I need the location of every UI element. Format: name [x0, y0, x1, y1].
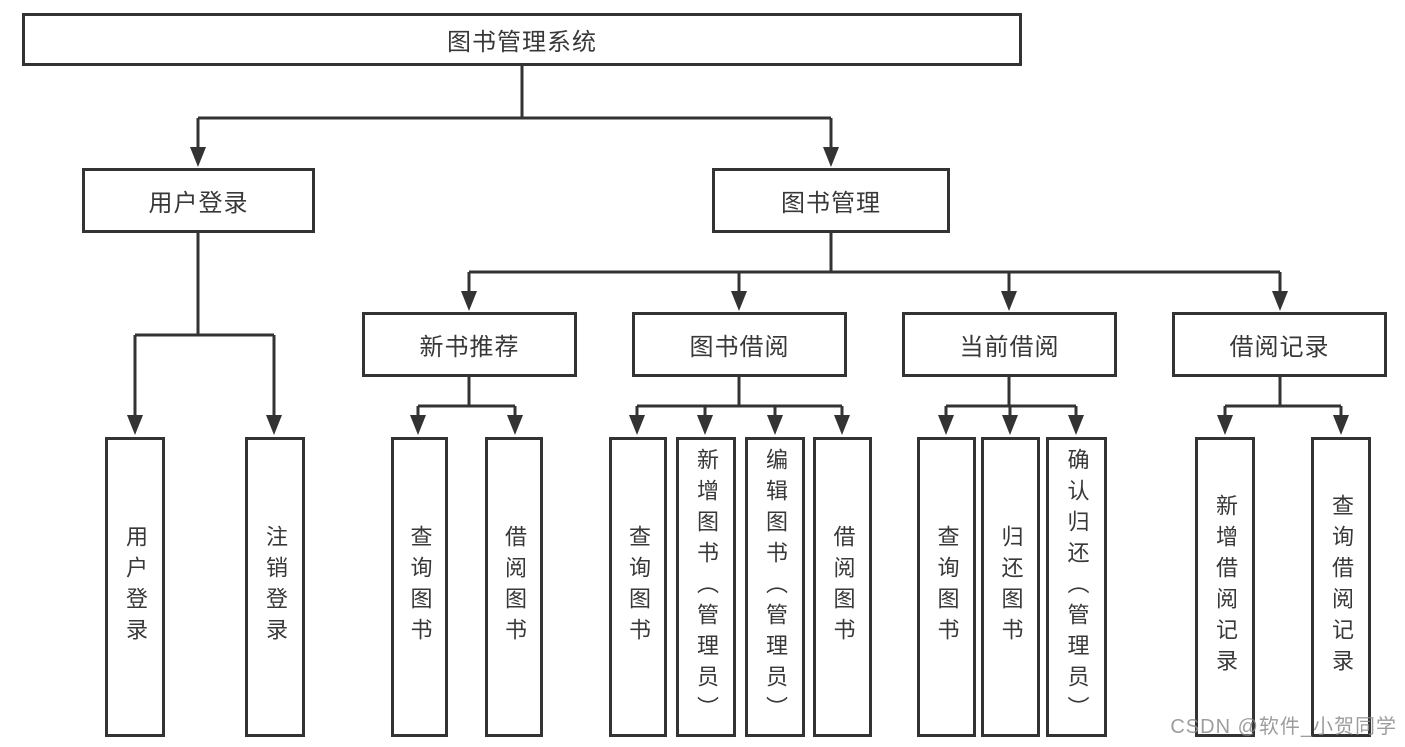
node-book-borrowing: 图书借阅	[632, 312, 847, 377]
node-label: 用户登录	[123, 525, 148, 649]
node-label: 编辑图书（管理员）	[763, 447, 788, 727]
leaf-query-books-current: 查询图书	[917, 437, 976, 737]
node-new-book-recommend: 新书推荐	[362, 312, 577, 377]
leaf-query-books-borrowing: 查询图书	[609, 437, 667, 737]
node-label: 新书推荐	[419, 334, 520, 361]
node-user-login: 用户登录	[82, 168, 315, 233]
node-label: 当前借阅	[959, 334, 1060, 361]
node-library-management-system: 图书管理系统	[22, 13, 1022, 66]
node-label: 查询图书	[934, 525, 960, 649]
leaf-logout: 注销登录	[245, 437, 305, 737]
leaf-query-books-recommend: 查询图书	[391, 437, 448, 737]
leaf-edit-book-admin: 编辑图书（管理员）	[745, 437, 805, 737]
leaf-add-book-admin: 新增图书（管理员）	[676, 437, 736, 737]
node-label: 确认归还（管理员）	[1064, 447, 1090, 727]
node-label: 图书借阅	[689, 334, 790, 361]
node-label: 查询图书	[626, 525, 651, 649]
node-book-management: 图书管理	[712, 168, 950, 233]
node-label: 借阅图书	[830, 525, 856, 649]
node-label: 新增借阅记录	[1213, 494, 1238, 680]
node-label: 查询图书	[407, 525, 433, 649]
node-label: 图书管理	[781, 190, 881, 217]
node-current-borrowing: 当前借阅	[902, 312, 1117, 377]
node-label: 用户登录	[148, 190, 249, 217]
leaf-borrow-books-borrowing: 借阅图书	[813, 437, 872, 737]
node-label: 归还图书	[998, 525, 1024, 649]
csdn-watermark: CSDN @软件_小贺同学	[1170, 716, 1397, 738]
node-label: 借阅图书	[502, 525, 527, 649]
leaf-return-books: 归还图书	[981, 437, 1040, 737]
leaf-user-login: 用户登录	[105, 437, 165, 737]
node-label: 图书管理系统	[447, 29, 597, 56]
leaf-query-borrow-record: 查询借阅记录	[1311, 437, 1371, 737]
node-label: 查询借阅记录	[1329, 494, 1354, 680]
node-label: 借阅记录	[1229, 334, 1330, 361]
node-label: 注销登录	[263, 525, 288, 649]
leaf-confirm-return-admin: 确认归还（管理员）	[1046, 437, 1107, 737]
leaf-add-borrow-record: 新增借阅记录	[1195, 437, 1255, 737]
node-borrowing-records: 借阅记录	[1172, 312, 1387, 377]
node-label: 新增图书（管理员）	[694, 447, 719, 727]
leaf-borrow-books-recommend: 借阅图书	[485, 437, 543, 737]
